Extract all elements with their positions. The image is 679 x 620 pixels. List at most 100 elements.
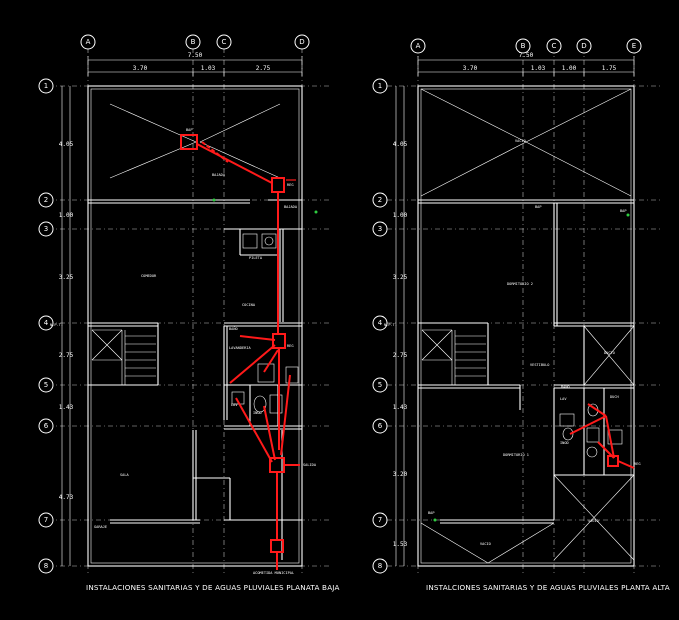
room-label: DORMITORIO 2 bbox=[507, 282, 533, 286]
dim-side: 2.75 bbox=[59, 352, 74, 359]
axis-bubbles-side-right: 1 2 3 4 5 6 7 8 bbox=[372, 78, 388, 574]
axis-label: A bbox=[86, 38, 91, 46]
dimensions-top-right: 7.50 3.70 1.03 1.00 1.75 bbox=[417, 52, 635, 76]
dim-part: 2.75 bbox=[256, 65, 271, 72]
note: LAV bbox=[560, 397, 567, 401]
note: PILETA bbox=[249, 256, 263, 260]
dimensions-top-left: 7.50 3.70 1.03 2.75 bbox=[87, 52, 303, 76]
room-label: COCINA bbox=[242, 303, 256, 307]
note: REG bbox=[287, 183, 294, 187]
downspouts-upper bbox=[433, 213, 630, 522]
axis-label: 5 bbox=[44, 381, 48, 389]
room-label: COMEDOR bbox=[141, 274, 157, 278]
axis-label: 2 bbox=[378, 196, 382, 204]
ground-floor-plan: A B C D 1 2 3 4 5 6 7 8 7.50 3.70 1.03 bbox=[38, 34, 339, 592]
drainage-upper bbox=[569, 403, 635, 469]
room-label: GARAJE bbox=[94, 525, 107, 529]
dim-part: 1.03 bbox=[531, 65, 546, 72]
note: BAP bbox=[428, 511, 435, 515]
note: INOD bbox=[253, 411, 262, 415]
dim-part: 3.70 bbox=[463, 65, 478, 72]
dim-side: 4.05 bbox=[59, 141, 74, 148]
upper-floor-plan: A B C D E 1 2 3 4 5 6 7 8 7.50 3.70 1.0 bbox=[372, 38, 670, 592]
axis-label: C bbox=[222, 38, 227, 46]
room-label: SALA bbox=[120, 473, 129, 477]
axis-label: 7 bbox=[378, 516, 382, 524]
stairs-upper bbox=[421, 329, 486, 385]
note: REG bbox=[287, 344, 294, 348]
note: BAP bbox=[186, 128, 193, 132]
fixtures-upper bbox=[559, 403, 623, 458]
dim-side: 1.00 bbox=[393, 212, 408, 219]
roof-slope-ground bbox=[109, 103, 281, 179]
axis-label: 6 bbox=[378, 422, 383, 430]
note: ACOMETIDA MUNICIPAL bbox=[253, 571, 294, 575]
plan-title-upper: INSTALCIONES SANITARIAS Y DE AGUAS PLUVI… bbox=[426, 583, 670, 592]
walls-ground bbox=[87, 85, 303, 567]
downspouts-ground bbox=[212, 198, 318, 214]
room-labels-ground: COMEDOR COCINA BAÑO LAVANDERIA SALA GARA… bbox=[94, 274, 256, 529]
axis-label: 3 bbox=[378, 225, 382, 233]
dim-part: 1.75 bbox=[602, 65, 617, 72]
axis-label: 5 bbox=[378, 381, 382, 389]
note: BAJADA bbox=[212, 173, 226, 177]
dim-side: 3.25 bbox=[393, 274, 408, 281]
walls-upper bbox=[417, 85, 635, 567]
axis-label: 3 bbox=[44, 225, 48, 233]
dim-side: 4.73 bbox=[59, 494, 74, 501]
room-label: VESTIBULO bbox=[530, 363, 549, 367]
dim-side: 1.43 bbox=[59, 404, 74, 411]
axis-label: B bbox=[521, 42, 526, 50]
stairs-ground bbox=[91, 329, 156, 385]
level-mark: N.P.T. bbox=[50, 323, 63, 327]
dimensions-side-left: 4.05 1.00 3.25 2.75 1.43 4.73 N.P.T. bbox=[50, 86, 74, 566]
room-label: VACIO bbox=[588, 519, 599, 523]
dim-side: 3.25 bbox=[59, 274, 74, 281]
axis-label: D bbox=[299, 38, 304, 46]
dim-total: 7.50 bbox=[188, 52, 203, 59]
room-labels-upper: VACIO DORMITORIO 2 VESTIBULO DORMITORIO … bbox=[480, 139, 615, 546]
level-mark: N.P.T. bbox=[384, 323, 397, 327]
axis-label: 4 bbox=[44, 319, 49, 327]
room-label: LAVANDERIA bbox=[229, 346, 251, 350]
axis-label: 4 bbox=[378, 319, 383, 327]
dim-part: 1.00 bbox=[562, 65, 577, 72]
note: REG bbox=[634, 462, 641, 466]
axis-label: D bbox=[581, 42, 586, 50]
note: BAP bbox=[535, 205, 542, 209]
axis-label: 8 bbox=[44, 562, 48, 570]
dim-part: 1.03 bbox=[201, 65, 216, 72]
dim-side: 1.00 bbox=[59, 212, 74, 219]
annotations-ground: BAP BAJADA BAJADA REG PILETA LAV INOD RE… bbox=[186, 128, 317, 575]
note: DUCH bbox=[610, 395, 619, 399]
note: SALIDA bbox=[303, 463, 317, 467]
axis-bubbles-top-right: A B C D E bbox=[410, 38, 642, 54]
annotations-upper: BAP BAP BAP LAV INOD DUCH REG bbox=[428, 205, 641, 515]
note: INOD bbox=[560, 441, 569, 445]
axis-label: 8 bbox=[378, 562, 382, 570]
dimensions-side-right: 4.05 1.00 3.25 2.75 1.43 3.20 1.53 N.P.T… bbox=[384, 86, 408, 566]
note: LAV bbox=[231, 403, 238, 407]
dim-side: 2.75 bbox=[393, 352, 408, 359]
note: BAJADA bbox=[284, 205, 298, 209]
room-label: VACIO bbox=[515, 139, 526, 143]
axis-label: A bbox=[416, 42, 421, 50]
axis-label: B bbox=[191, 38, 196, 46]
axis-label: C bbox=[552, 42, 557, 50]
dim-side: 1.53 bbox=[393, 541, 408, 548]
dim-side: 1.43 bbox=[393, 404, 408, 411]
fixtures-ground bbox=[231, 233, 299, 414]
axis-label: 1 bbox=[44, 82, 48, 90]
room-label: DORMITORIO 1 bbox=[503, 453, 529, 457]
room-label: DUCTO bbox=[604, 351, 615, 355]
note: BAP bbox=[620, 209, 627, 213]
dim-total: 7.50 bbox=[519, 52, 534, 59]
axis-bubbles-side-left: 1 2 3 4 5 6 7 8 bbox=[38, 78, 54, 574]
room-label: VACIO bbox=[480, 542, 491, 546]
dim-side: 4.05 bbox=[393, 141, 408, 148]
axis-label: 1 bbox=[378, 82, 382, 90]
axis-label: E bbox=[632, 42, 636, 50]
axis-bubbles-top-left: A B C D bbox=[80, 34, 310, 50]
room-label: BAÑO bbox=[229, 326, 238, 331]
